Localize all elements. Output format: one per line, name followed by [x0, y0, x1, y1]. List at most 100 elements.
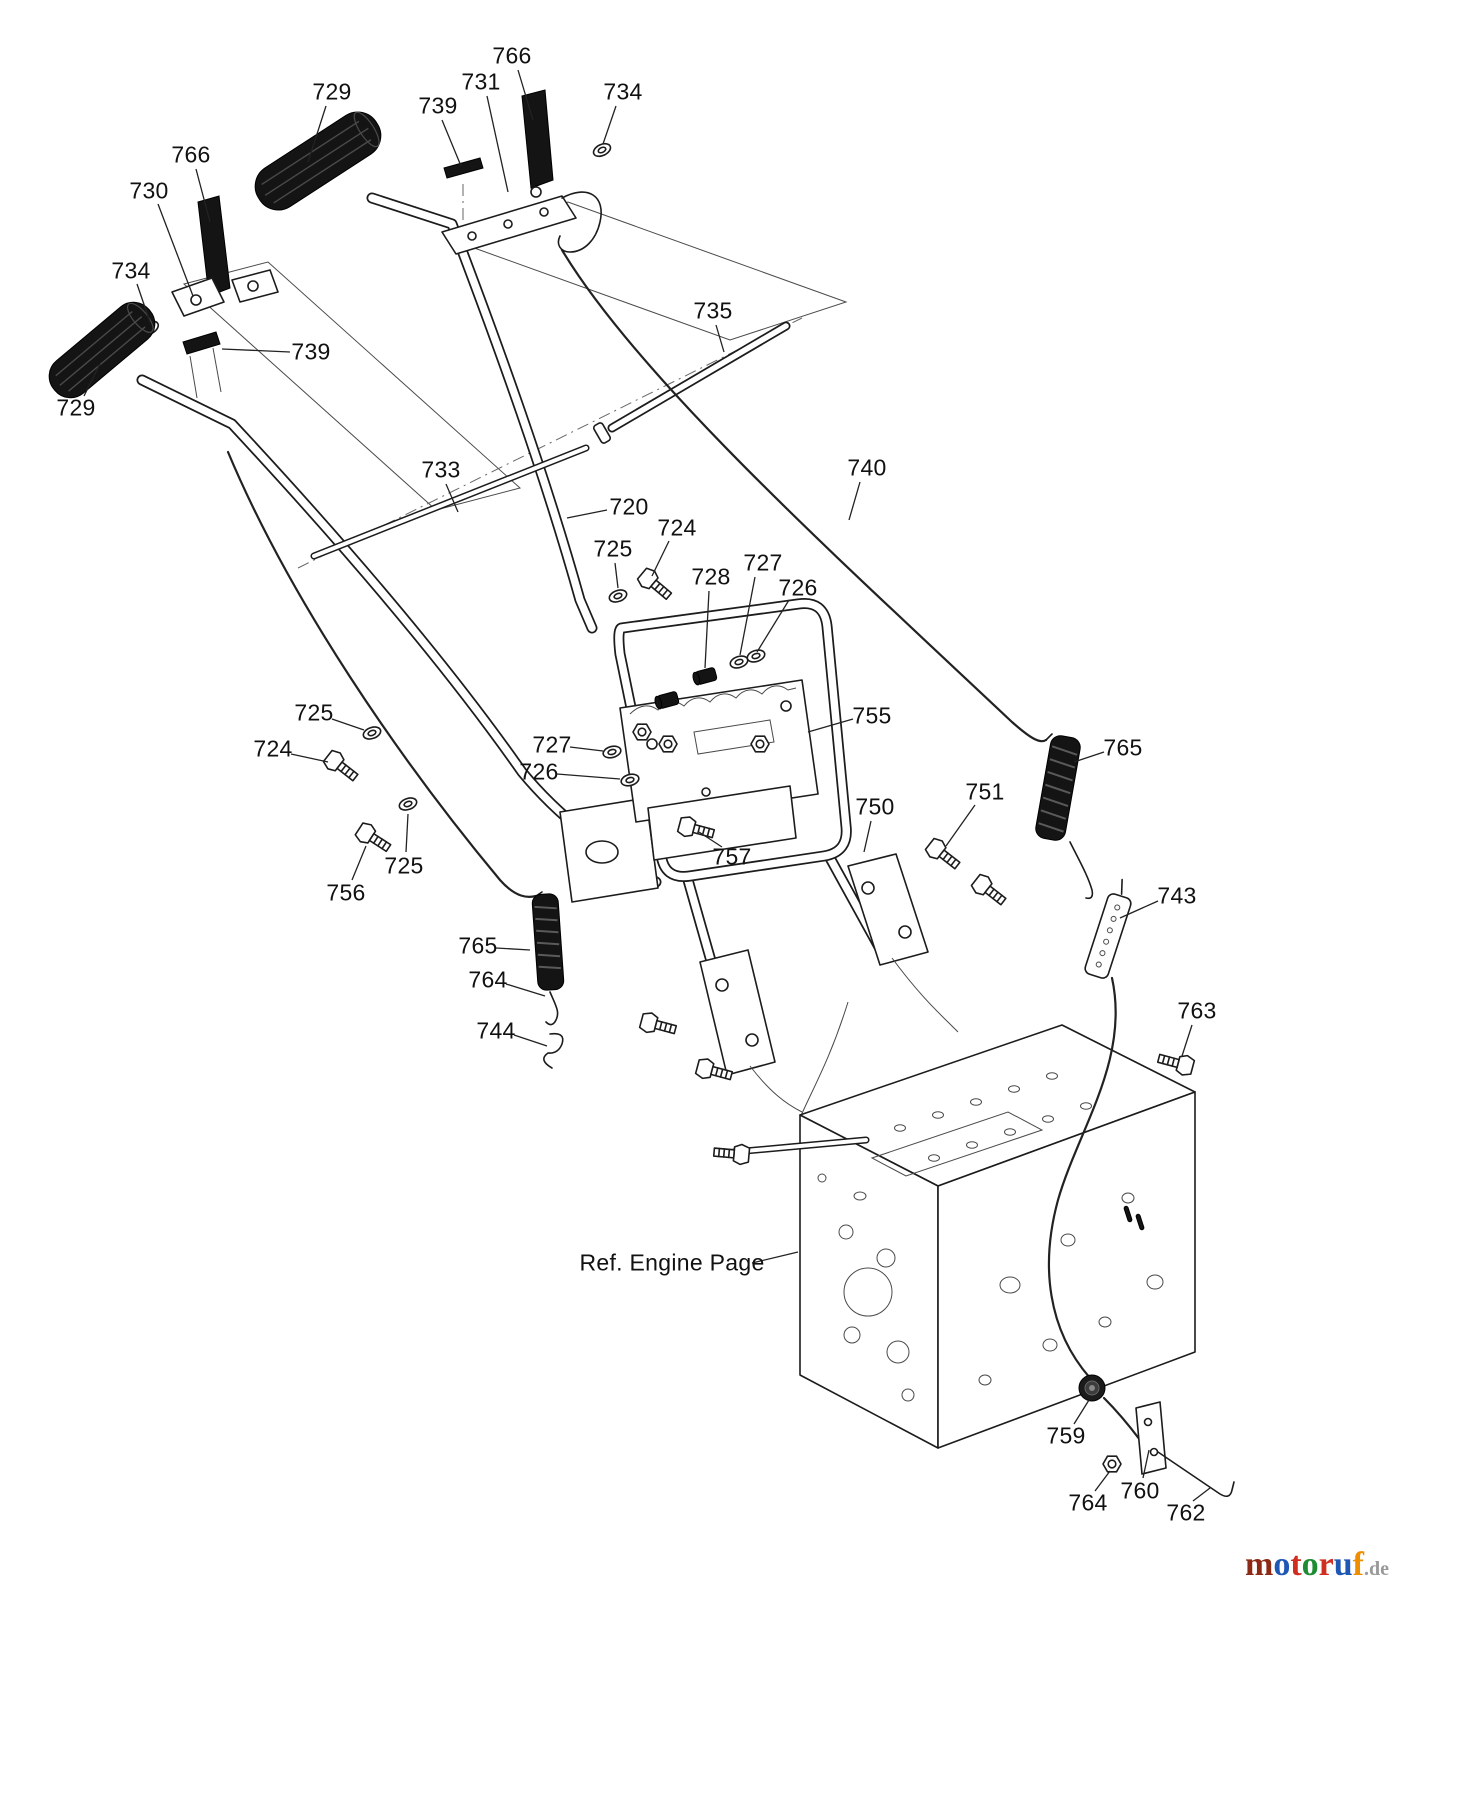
phantom-guides	[182, 184, 848, 569]
part-label-727-b: 727	[532, 731, 572, 758]
spring-765-right	[1035, 733, 1094, 900]
hook-764-middle	[545, 991, 559, 1026]
fasteners	[138, 140, 1196, 1087]
rod-735	[592, 321, 791, 444]
spring-link-743	[1084, 878, 1132, 979]
part-label-760: 760	[1120, 1477, 1160, 1504]
lower-bar	[712, 1136, 870, 1166]
part-label-729-top: 729	[312, 78, 352, 105]
part-label-725-c: 725	[384, 852, 424, 879]
part-label-743: 743	[1157, 882, 1197, 909]
lever-766-top	[521, 89, 554, 198]
part-label-765-right: 765	[1103, 734, 1143, 761]
leader-724-b	[290, 753, 329, 763]
leader-759	[1073, 1399, 1090, 1425]
logo-letter: o	[1301, 1546, 1319, 1583]
grip-left-729	[48, 301, 156, 399]
leader-739-top	[441, 119, 462, 167]
leader-762	[1192, 1487, 1211, 1502]
motoruf-logo-letters: motoruf	[1245, 1546, 1364, 1583]
leader-766-top	[517, 69, 534, 121]
part-label-739-top: 739	[418, 92, 458, 119]
logo-letter: m	[1245, 1546, 1274, 1583]
leader-755	[807, 718, 854, 733]
part-label-764-mid: 764	[468, 966, 508, 993]
leader-731	[486, 95, 509, 193]
leader-728	[704, 590, 710, 669]
part-label-724-a: 724	[657, 514, 697, 541]
leader-766-left	[195, 168, 211, 223]
leader-764-mid	[505, 983, 546, 997]
leader-734-left	[136, 283, 151, 323]
part-label-755: 755	[852, 702, 892, 729]
leader-751	[945, 804, 976, 847]
logo-letter: t	[1290, 1546, 1302, 1583]
part-label-733: 733	[421, 456, 461, 483]
leader-725-b	[331, 718, 365, 731]
leader-750	[863, 820, 872, 853]
leader-740	[848, 481, 861, 521]
leader-725-a	[614, 562, 619, 589]
leader-765-mid	[495, 947, 531, 951]
leader-729-left	[83, 363, 101, 397]
part-label-725-a: 725	[593, 535, 633, 562]
part-label-750: 750	[855, 793, 895, 820]
part-label-751: 751	[965, 778, 1005, 805]
leader-739-left	[221, 348, 291, 353]
leader-729-top	[307, 105, 327, 163]
motoruf-logo: motoruf.de	[1245, 1546, 1389, 1584]
s-hook-744	[543, 1032, 564, 1069]
bracket-731	[441, 191, 602, 255]
bracket-760	[1135, 1401, 1167, 1475]
rod-733	[310, 444, 590, 560]
leader-734-top	[602, 105, 617, 145]
leader-756	[351, 845, 367, 881]
leader-733	[445, 483, 459, 513]
leader-744	[513, 1034, 548, 1047]
part-label-724-b: 724	[253, 735, 293, 762]
leader-760	[1142, 1449, 1150, 1479]
logo-letter: f	[1352, 1546, 1364, 1583]
leader-724-a	[651, 540, 670, 577]
cable-740	[560, 248, 1048, 743]
grommet-759	[1078, 1374, 1106, 1402]
part-label-766-left: 766	[171, 141, 211, 168]
handle-loop	[613, 597, 852, 883]
cable-lower-right	[1047, 976, 1142, 1442]
engine-frame-box	[799, 1024, 1196, 1449]
friction-pad-739-left	[182, 331, 221, 355]
part-label-720: 720	[609, 493, 649, 520]
part-label-764-bot: 764	[1068, 1489, 1108, 1516]
nut-764-bottom	[1102, 1455, 1122, 1473]
part-label-762: 762	[1166, 1499, 1206, 1526]
part-label-725-b: 725	[294, 699, 334, 726]
leader-730	[157, 203, 194, 297]
motoruf-logo-suffix: .de	[1364, 1558, 1389, 1580]
part-label-726-a: 726	[778, 574, 818, 601]
leader-765-right	[1073, 751, 1105, 763]
part-label-766-top: 766	[492, 42, 532, 69]
part-label-731: 731	[461, 68, 501, 95]
part-label-744: 744	[476, 1017, 516, 1044]
leader-735	[715, 324, 725, 353]
part-label-757: 757	[712, 843, 752, 870]
leader-726-b	[556, 773, 621, 780]
leader-727-a	[739, 576, 756, 656]
leader-720	[566, 509, 608, 519]
spring-765-middle	[531, 891, 565, 1069]
leader-727-b	[569, 746, 604, 752]
logo-letter: r	[1318, 1546, 1334, 1583]
logo-letter: u	[1333, 1546, 1353, 1583]
part-label-726-b: 726	[519, 758, 559, 785]
part-label-756: 756	[326, 879, 366, 906]
part-label-ref-engine: Ref. Engine Page	[579, 1249, 765, 1276]
leader-ref-engine	[751, 1251, 799, 1264]
part-label-729-left: 729	[56, 394, 96, 421]
part-label-739-left: 739	[291, 338, 331, 365]
cable-741	[226, 450, 538, 898]
part-label-765-mid: 765	[458, 932, 498, 959]
leader-764-bot	[1094, 1470, 1111, 1492]
part-label-728: 728	[691, 563, 731, 590]
